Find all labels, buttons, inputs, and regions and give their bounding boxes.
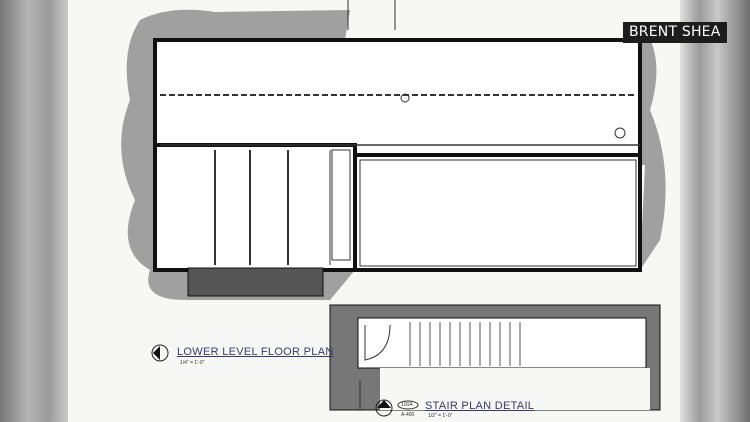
stair-detail-scale: 1/2" = 1'-0" (428, 413, 453, 419)
stair (331, 149, 351, 261)
lower-left-area (153, 143, 357, 272)
stair-detail-title: STAIR PLAN DETAIL (425, 400, 535, 412)
sheet-ref: A-400 (401, 412, 415, 418)
name-caption: BRENT SHEA (623, 22, 727, 43)
stair-detail-interior (357, 317, 647, 369)
blurred-background-right (678, 0, 750, 422)
detail-ref: 100A (401, 402, 413, 408)
blurred-background-left (0, 0, 70, 422)
floor-plan-title: LOWER LEVEL FLOOR PLAN (177, 346, 334, 358)
lower-right-white (359, 159, 637, 267)
section-marker-icon (151, 344, 169, 362)
floor-plan-scale: 1/4" = 1'-0" (180, 360, 205, 366)
foundation-extension (187, 267, 324, 297)
upper-floor-area (153, 38, 642, 157)
